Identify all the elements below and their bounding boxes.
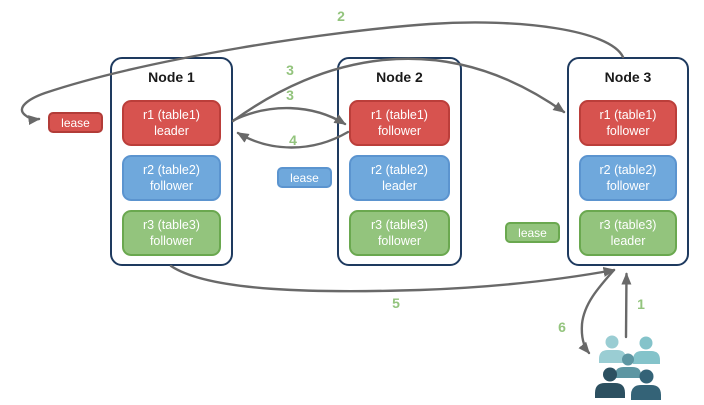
replica-node2-r1: r1 (table1) follower xyxy=(349,100,450,146)
step-label-3a: 3 xyxy=(286,62,294,78)
replica-node3-r1: r1 (table1) follower xyxy=(579,100,677,146)
replica-role: follower xyxy=(377,124,422,138)
replica-role: follower xyxy=(149,234,194,248)
replica-node1-r1: r1 (table1) leader xyxy=(122,100,221,146)
step-label-2: 2 xyxy=(337,8,345,24)
step-label-3b: 3 xyxy=(286,87,294,103)
step-label-6: 6 xyxy=(558,319,566,335)
replica-node1-r2: r2 (table2) follower xyxy=(122,155,221,201)
replica-name: r1 (table1) xyxy=(143,107,200,122)
arrow-5 xyxy=(169,264,616,293)
person-front-right xyxy=(631,369,661,400)
lease-badge-green: lease xyxy=(505,222,560,243)
replica-name: r3 (table3) xyxy=(599,217,657,232)
person-front-left xyxy=(595,367,625,398)
node-title: Node 1 xyxy=(148,69,195,85)
node-box-1: Node 1 r1 (table1) leader r2 (table2) fo… xyxy=(110,57,233,266)
person-middle xyxy=(615,353,641,378)
node-title: Node 2 xyxy=(376,69,423,85)
node-box-3: Node 3 r1 (table1) follower r2 (table2) … xyxy=(567,57,689,266)
lease-badge-red: lease xyxy=(48,112,103,133)
replica-name: r2 (table2) xyxy=(599,162,657,177)
replica-role: follower xyxy=(377,234,422,248)
replica-name: r1 (table1) xyxy=(599,107,657,122)
lease-badge-blue: lease xyxy=(277,167,332,188)
replica-node3-r2: r2 (table2) follower xyxy=(579,155,677,201)
replica-role: follower xyxy=(606,179,650,193)
replica-role: follower xyxy=(149,179,194,193)
step-label-5: 5 xyxy=(392,295,400,311)
arrow-1 xyxy=(621,272,632,339)
replica-name: r1 (table1) xyxy=(371,107,428,122)
replica-node1-r3: r3 (table3) follower xyxy=(122,210,221,256)
replica-name: r2 (table2) xyxy=(143,162,200,177)
step-label-4: 4 xyxy=(289,132,297,148)
node-box-2: Node 2 r1 (table1) follower r2 (table2) … xyxy=(337,57,462,266)
replica-role: follower xyxy=(606,124,650,138)
users-icon xyxy=(595,335,661,400)
step-label-1: 1 xyxy=(637,296,645,312)
arrow-3-to-node2 xyxy=(232,106,347,126)
replica-node3-r3: r3 (table3) leader xyxy=(579,210,677,256)
replica-role: leader xyxy=(610,234,646,248)
replica-name: r2 (table2) xyxy=(371,162,428,177)
replica-role: leader xyxy=(154,124,189,138)
node-title: Node 3 xyxy=(604,69,652,85)
replica-name: r3 (table3) xyxy=(371,217,428,232)
replica-node2-r3: r3 (table3) follower xyxy=(349,210,450,256)
person-back-right xyxy=(633,336,660,364)
arrow-6 xyxy=(578,268,616,355)
person-back-left xyxy=(599,335,626,363)
replica-name: r3 (table3) xyxy=(143,217,200,232)
replica-role: leader xyxy=(382,179,417,193)
replica-node2-r2: r2 (table2) leader xyxy=(349,155,450,201)
